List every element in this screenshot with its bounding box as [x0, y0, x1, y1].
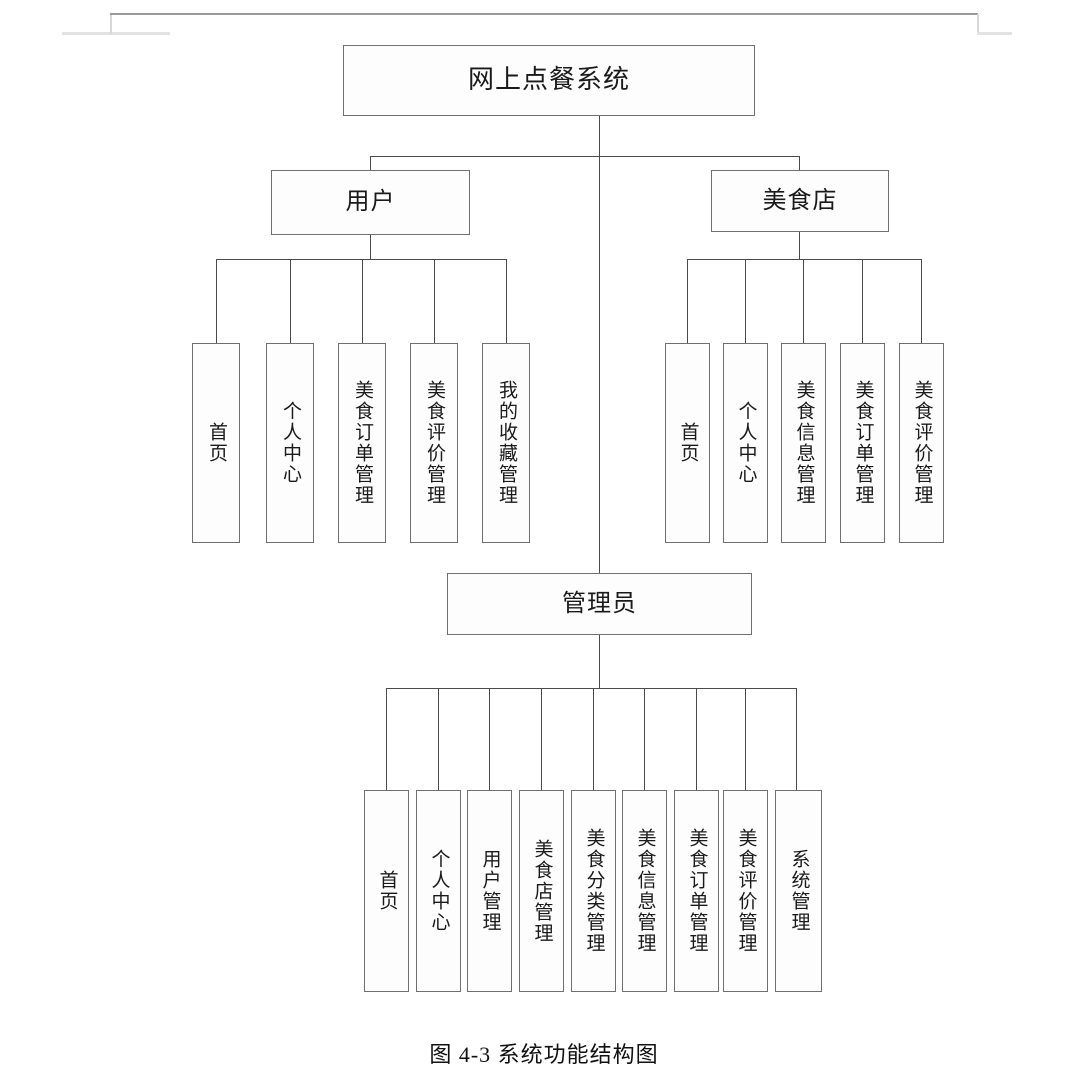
node-shop-child-1: 首页: [665, 343, 710, 543]
connector-admin-drop-4: [541, 688, 542, 790]
connector-admin-drop-7: [696, 688, 697, 790]
connector-shop-drop-4: [862, 259, 863, 343]
connector-root-bus: [370, 156, 800, 157]
connector-admin-drop-8: [745, 688, 746, 790]
connector-user-drop-3: [362, 259, 363, 343]
figure-caption: 图 4-3 系统功能结构图: [429, 1042, 659, 1067]
connector-root-to-user: [370, 156, 371, 170]
connector-admin-drop-1: [386, 688, 387, 790]
node-user-child-4-label: 美食评价管理: [423, 380, 445, 506]
page-crop-mark-right-bottom: [977, 32, 1012, 35]
node-admin-child-1: 首页: [364, 790, 409, 992]
node-shop-child-2-label: 个人中心: [735, 401, 757, 485]
connector-root-to-admin: [599, 116, 600, 573]
node-shop-child-4: 美食订单管理: [840, 343, 885, 543]
node-user-child-3-label: 美食订单管理: [351, 380, 373, 506]
node-shop-child-5: 美食评价管理: [899, 343, 944, 543]
connector-admin-stem: [599, 635, 600, 688]
node-admin-child-8: 美食评价管理: [723, 790, 768, 992]
connector-shop-drop-5: [921, 259, 922, 343]
node-admin-child-2: 个人中心: [416, 790, 461, 992]
node-user-child-1-label: 首页: [205, 422, 227, 464]
node-admin-child-5-label: 美食分类管理: [583, 828, 605, 954]
node-admin-child-1-label: 首页: [376, 870, 398, 912]
connector-shop-stem: [799, 232, 800, 259]
connector-admin-drop-9: [796, 688, 797, 790]
node-user-child-2: 个人中心: [266, 343, 314, 543]
node-admin-child-9-label: 系统管理: [788, 849, 810, 933]
node-shop-child-5-label: 美食评价管理: [911, 380, 933, 506]
node-user-child-3: 美食订单管理: [338, 343, 386, 543]
node-admin-child-4-label: 美食店管理: [531, 838, 553, 944]
connector-shop-bus: [687, 259, 922, 260]
page-crop-mark-right-vertical: [977, 14, 979, 34]
node-user-child-5-label: 我的收藏管理: [495, 380, 517, 506]
node-admin-child-7-label: 美食订单管理: [686, 828, 708, 954]
node-shop-child-2: 个人中心: [723, 343, 768, 543]
connector-root-to-shop: [799, 156, 800, 170]
node-shop-child-3-label: 美食信息管理: [793, 380, 815, 506]
connector-shop-drop-1: [687, 259, 688, 343]
connector-user-drop-5: [506, 259, 507, 343]
connector-user-drop-2: [290, 259, 291, 343]
connector-admin-bus: [386, 688, 797, 689]
connector-shop-drop-3: [803, 259, 804, 343]
node-root: 网上点餐系统: [343, 45, 755, 116]
node-shop-child-3: 美食信息管理: [781, 343, 826, 543]
page-top-rule: [110, 13, 978, 15]
node-admin-child-9: 系统管理: [775, 790, 822, 992]
connector-user-drop-1: [216, 259, 217, 343]
connector-admin-drop-2: [438, 688, 439, 790]
node-admin-child-7: 美食订单管理: [674, 790, 719, 992]
node-shop-label: 美食店: [762, 187, 838, 214]
connector-user-stem: [370, 235, 371, 259]
node-user: 用户: [271, 170, 470, 235]
connector-admin-drop-6: [644, 688, 645, 790]
node-user-child-4: 美食评价管理: [410, 343, 458, 543]
page-crop-mark-left-vertical: [110, 14, 112, 34]
node-user-child-2-label: 个人中心: [279, 401, 301, 485]
node-admin-label: 管理员: [562, 590, 637, 617]
connector-user-drop-4: [434, 259, 435, 343]
node-user-child-1: 首页: [192, 343, 240, 543]
node-admin-child-5: 美食分类管理: [571, 790, 616, 992]
connector-admin-drop-3: [489, 688, 490, 790]
node-shop-child-1-label: 首页: [677, 422, 699, 464]
node-shop: 美食店: [711, 170, 889, 232]
node-user-child-5: 我的收藏管理: [482, 343, 530, 543]
node-shop-child-4-label: 美食订单管理: [852, 380, 874, 506]
connector-shop-drop-2: [745, 259, 746, 343]
node-user-label: 用户: [345, 189, 396, 216]
node-admin: 管理员: [447, 573, 752, 635]
connector-admin-drop-5: [593, 688, 594, 790]
node-admin-child-6-label: 美食信息管理: [634, 828, 656, 954]
node-admin-child-8-label: 美食评价管理: [735, 828, 757, 954]
page-crop-mark-left-bottom: [62, 32, 170, 35]
node-admin-child-3: 用户管理: [467, 790, 512, 992]
node-admin-child-2-label: 个人中心: [428, 849, 450, 933]
node-admin-child-4: 美食店管理: [519, 790, 564, 992]
node-admin-child-3-label: 用户管理: [479, 849, 501, 933]
node-root-label: 网上点餐系统: [467, 65, 630, 95]
node-admin-child-6: 美食信息管理: [622, 790, 667, 992]
connector-user-bus: [216, 259, 507, 260]
